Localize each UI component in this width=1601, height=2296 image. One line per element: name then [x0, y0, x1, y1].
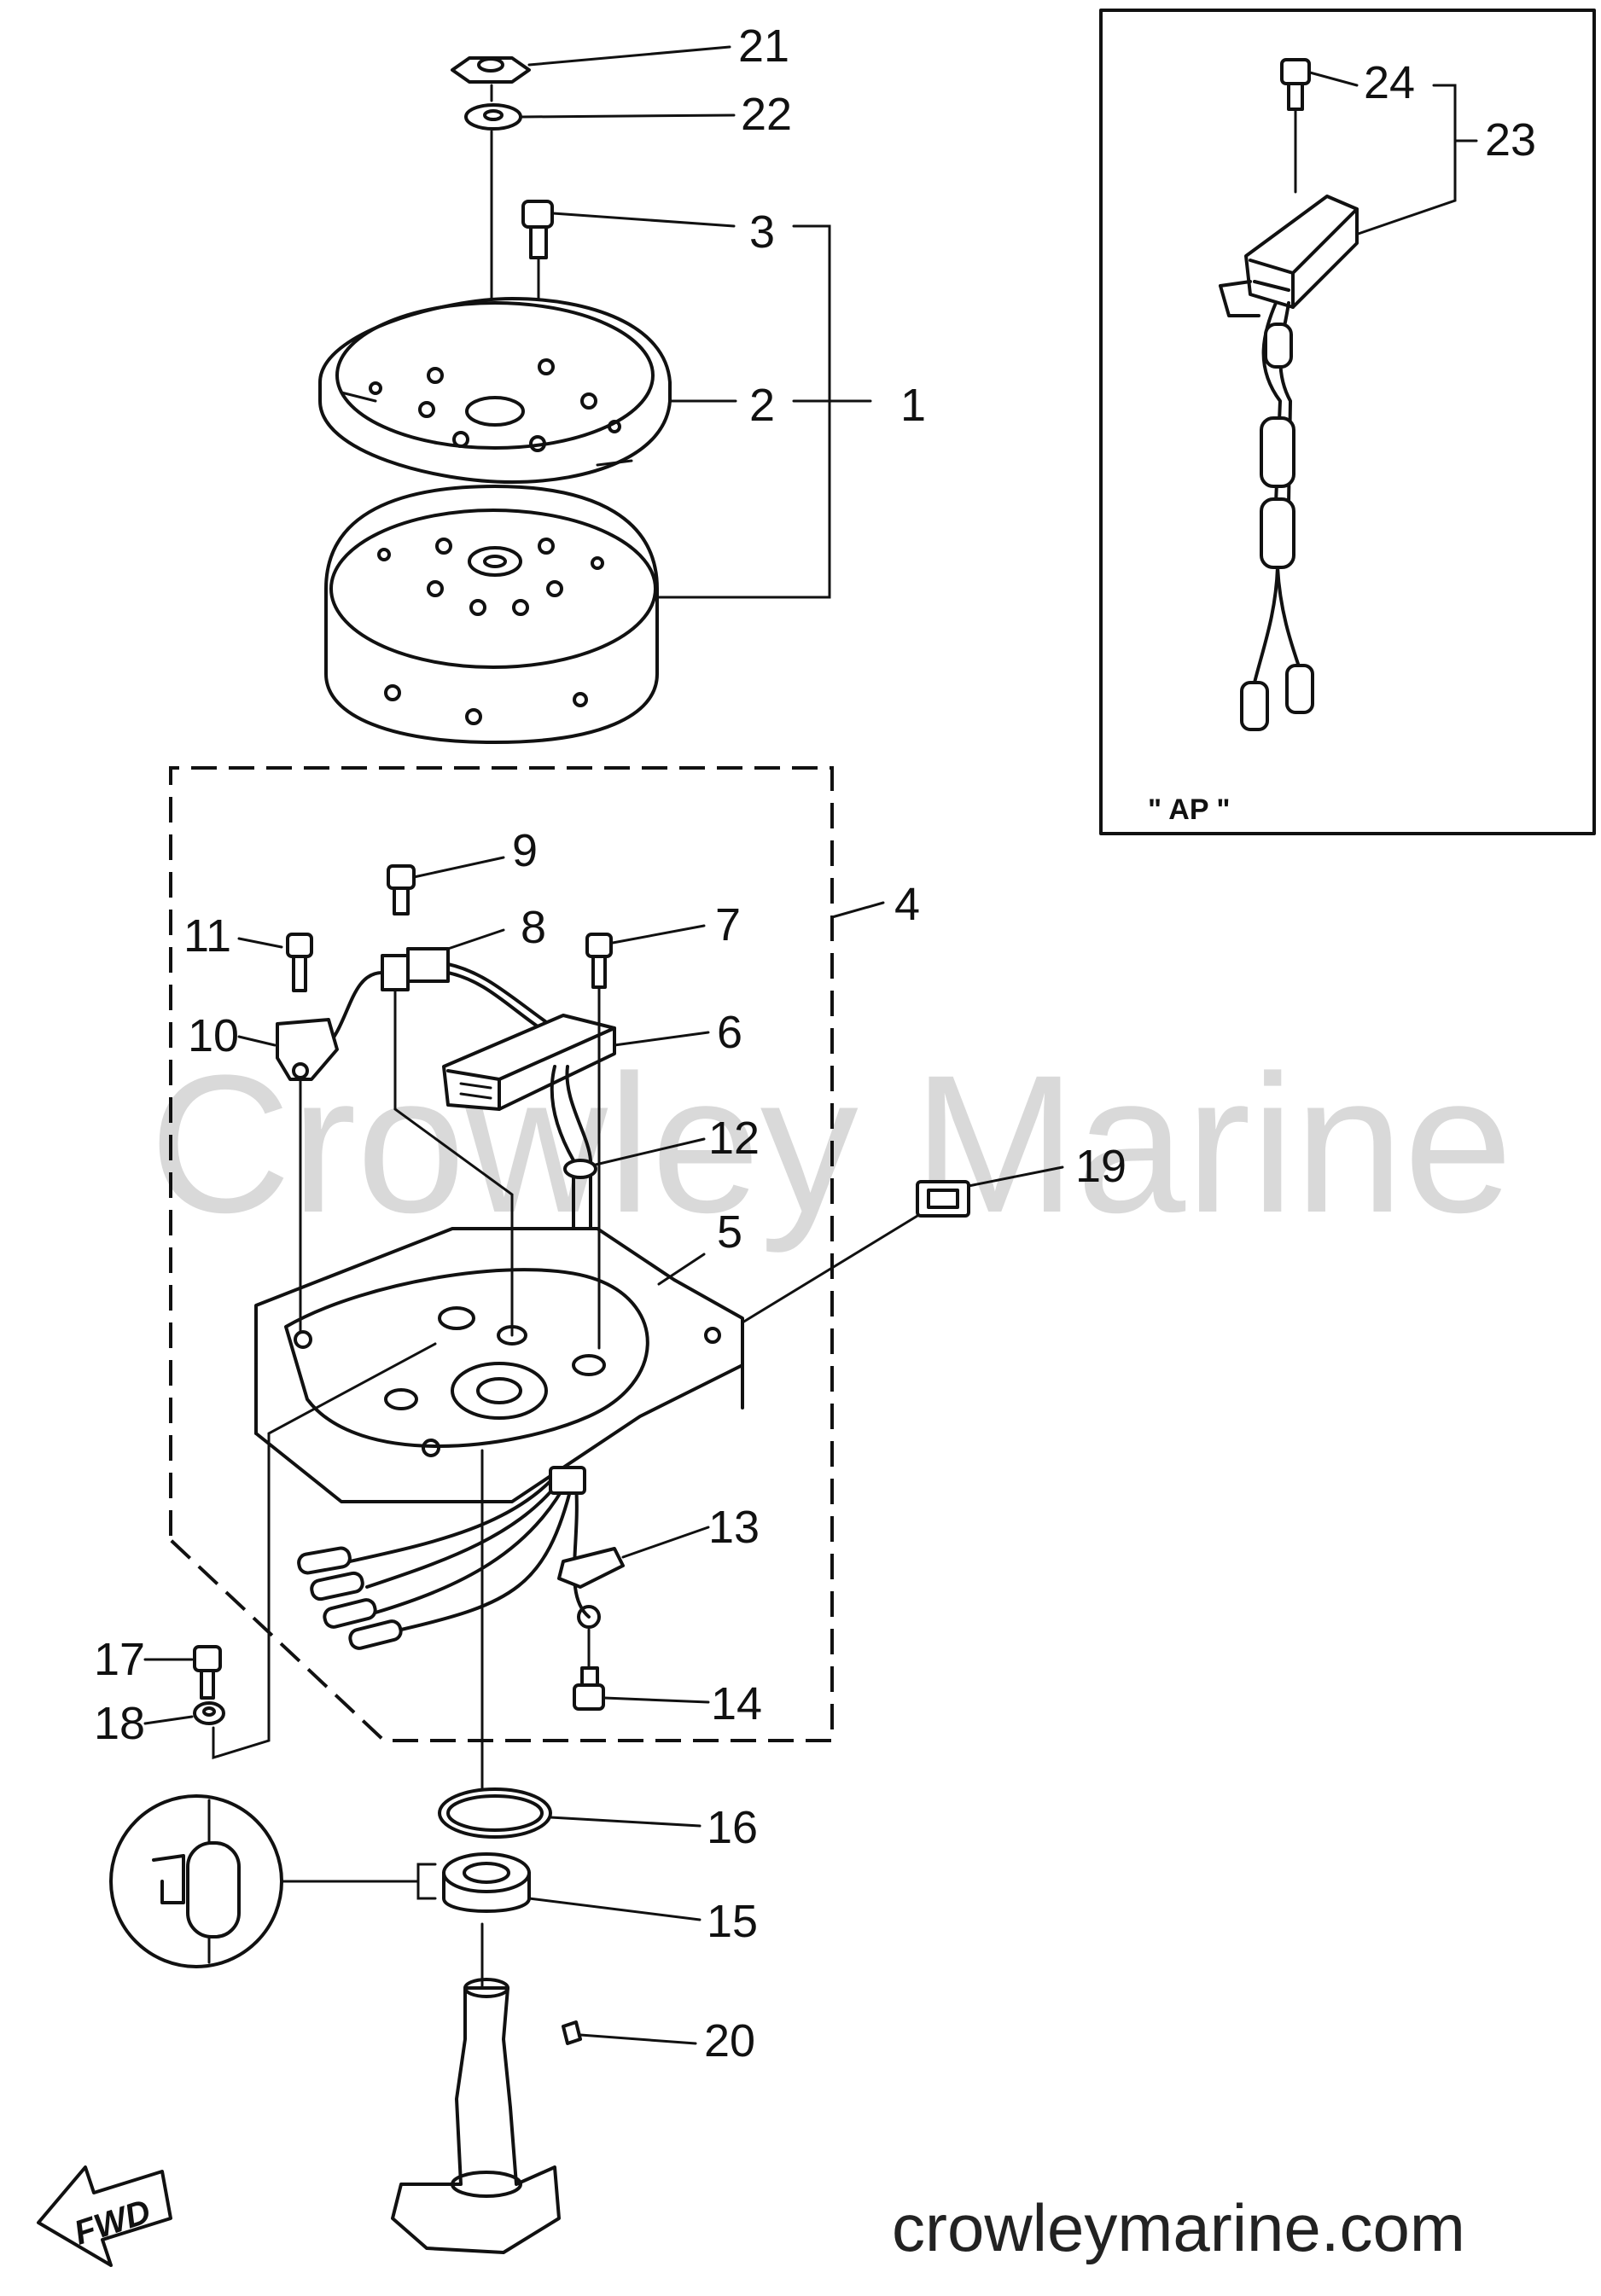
callout-8: 8	[521, 902, 546, 953]
connector-part-19	[916, 1180, 970, 1218]
callout-15: 15	[707, 1896, 758, 1947]
key-part-20	[562, 2020, 582, 2045]
washer-part-18	[193, 1701, 225, 1725]
wire-harness	[297, 1466, 591, 1650]
screw-part-11	[286, 933, 313, 992]
callout-14: 14	[711, 1678, 762, 1729]
washer-part-22	[464, 103, 522, 131]
callout-18: 18	[94, 1698, 145, 1749]
nut-part-21	[451, 56, 531, 84]
ignition-coil-part-23	[1219, 195, 1359, 317]
callout-20: 20	[704, 2015, 755, 2066]
callout-3: 3	[749, 206, 775, 258]
seal-detail-circle	[109, 1794, 283, 1968]
pulser-coil-part-10	[276, 1018, 339, 1081]
flywheel-cover-part-2	[318, 297, 672, 484]
callout-22: 22	[741, 89, 792, 140]
stator-base-part-5	[254, 1227, 744, 1503]
screw-part-24	[1280, 58, 1311, 111]
callout-10: 10	[188, 1010, 239, 1061]
o-ring-part-16	[438, 1787, 552, 1839]
ap-inset-box: " AP "	[1099, 9, 1596, 835]
callout-2: 2	[749, 380, 775, 431]
callout-12: 12	[708, 1113, 760, 1164]
callout-21: 21	[738, 20, 789, 72]
callout-16: 16	[707, 1802, 758, 1853]
bolt-part-14	[573, 1666, 605, 1711]
ignition-coil-part-6	[442, 1014, 616, 1111]
oil-seal-part-15	[442, 1852, 531, 1913]
screw-part-7	[585, 933, 613, 989]
callout-24: 24	[1364, 57, 1415, 108]
callout-13: 13	[708, 1502, 760, 1553]
flywheel-rotor-part-1	[324, 485, 659, 744]
callout-1: 1	[900, 380, 926, 431]
site-url-text: crowleymarine.com	[892, 2190, 1465, 2265]
ap-label: " AP "	[1148, 793, 1231, 826]
callout-5: 5	[717, 1206, 742, 1258]
bolt-part-3	[521, 200, 554, 259]
callout-4: 4	[894, 879, 920, 930]
callout-7: 7	[715, 899, 741, 950]
fwd-arrow-icon: FWD	[37, 2165, 172, 2267]
grommet-part-12	[563, 1159, 597, 1179]
crankshaft-part-20	[391, 1952, 561, 2254]
callout-6: 6	[717, 1007, 742, 1058]
clamp-part-13	[557, 1547, 625, 1629]
screw-part-9	[387, 864, 416, 915]
bolt-part-17	[193, 1645, 222, 1700]
callout-17: 17	[94, 1634, 145, 1685]
callout-11: 11	[183, 910, 231, 962]
callout-19: 19	[1075, 1141, 1127, 1192]
callout-23: 23	[1485, 114, 1536, 166]
callout-9: 9	[512, 825, 538, 876]
